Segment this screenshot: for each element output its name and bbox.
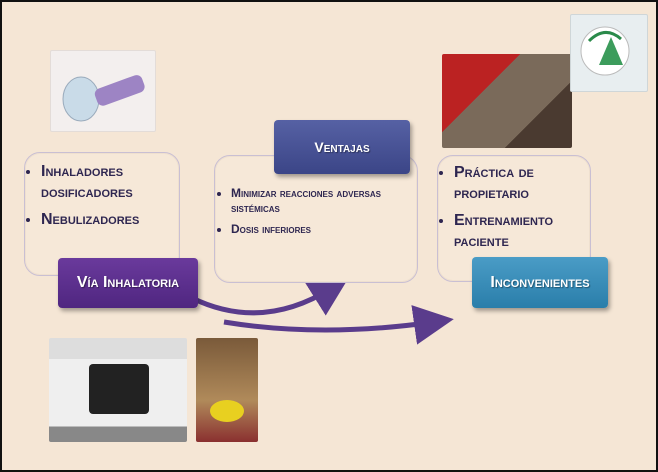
ventajas-label: Ventajas xyxy=(274,120,410,174)
arrow-to-inconvenientes xyxy=(223,305,454,345)
list-item: Dosis inferiores xyxy=(231,222,417,237)
list-item: Entrenamiento paciente xyxy=(454,210,590,252)
arrow-to-ventajas xyxy=(190,277,349,316)
inhaler-spacer-image xyxy=(50,50,156,132)
list-item: Inhaladores dosificadores xyxy=(41,161,179,203)
inconvenientes-label: Inconvenientes xyxy=(472,257,608,308)
ventajas-box: Minimizar reacciones adversas sistémicas… xyxy=(214,155,418,283)
cat-nebulizer-chamber-photo xyxy=(49,338,187,442)
via-inhalatoria-label: Vía Inhalatoria xyxy=(58,258,198,308)
list-item: Práctica de propietario xyxy=(454,162,590,204)
list-item: Minimizar reacciones adversas sistémicas xyxy=(231,186,417,216)
dog-inhaler-photo xyxy=(442,54,572,148)
via-inhalatoria-box: Inhaladores dosificadores Nebulizadores xyxy=(24,152,180,276)
list-item: Nebulizadores xyxy=(41,209,179,230)
cat-mask-photo xyxy=(196,338,258,442)
spacer-device-image xyxy=(570,14,648,92)
